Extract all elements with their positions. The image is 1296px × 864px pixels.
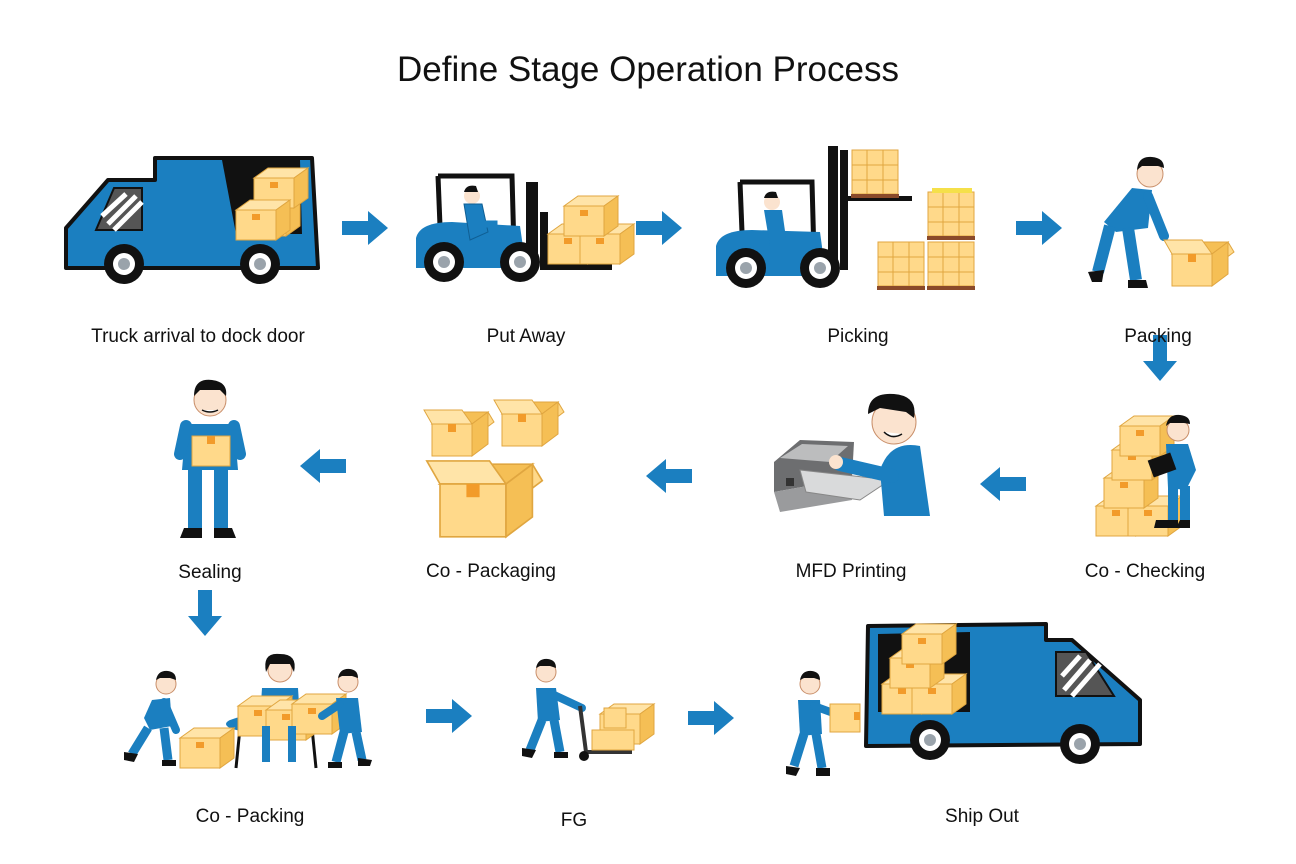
step-label-packing: Packing <box>1124 326 1192 347</box>
step-label-co-packaging: Co - Packaging <box>426 561 556 582</box>
printer-operator-icon <box>774 393 930 516</box>
worker-holding-box-icon <box>174 379 246 538</box>
worker-carrying-box-icon <box>1088 156 1235 288</box>
flow-arrow-9 <box>426 699 472 733</box>
flow-arrow-1 <box>342 211 388 245</box>
delivery-truck-icon <box>64 156 320 284</box>
step-label-sealing: Sealing <box>178 562 242 583</box>
step-label-co-checking: Co - Checking <box>1084 561 1206 582</box>
forklift-lifting-icon <box>716 146 976 291</box>
flow-arrow-6 <box>646 459 692 493</box>
flow-arrow-8 <box>188 590 222 636</box>
step-label-truck-arrival: Truck arrival to dock door <box>91 326 305 347</box>
flow-arrow-3 <box>1016 211 1062 245</box>
step-label-picking: Picking <box>827 326 889 347</box>
team-packing-table-icon <box>124 653 372 769</box>
hand-truck-worker-icon <box>522 658 655 761</box>
step-label-fg: FG <box>560 810 588 831</box>
loading-truck-icon <box>786 622 1142 776</box>
step-label-ship-out: Ship Out <box>945 806 1019 827</box>
forklift-icon <box>416 173 635 282</box>
step-label-put-away: Put Away <box>486 326 566 347</box>
flow-arrow-2 <box>636 211 682 245</box>
step-label-mfd-printing: MFD Printing <box>795 561 907 582</box>
flow-arrow-7 <box>300 449 346 483</box>
flow-arrow-10 <box>688 701 734 735</box>
open-boxes-icon <box>423 399 565 538</box>
step-label-co-packing: Co - Packing <box>195 806 305 827</box>
worker-with-clipboard-icon <box>1095 414 1196 537</box>
diagram-title: Define Stage Operation Process <box>397 50 899 89</box>
flow-arrow-5 <box>980 467 1026 501</box>
